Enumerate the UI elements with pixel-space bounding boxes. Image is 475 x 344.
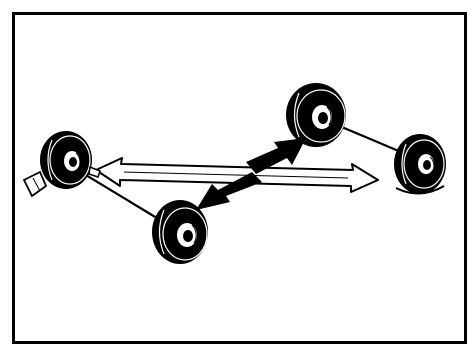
arrow-to-top-tire	[246, 138, 306, 174]
swap-arrow-left-right	[95, 157, 379, 193]
valve-tag-icon	[22, 165, 101, 198]
arrow-to-bottom-tire	[196, 172, 262, 210]
right-tire-ground-shadow	[395, 185, 445, 195]
right-tire	[394, 134, 446, 194]
top-tire	[286, 83, 346, 147]
left-tire	[40, 131, 92, 189]
bottom-tire	[152, 200, 208, 264]
